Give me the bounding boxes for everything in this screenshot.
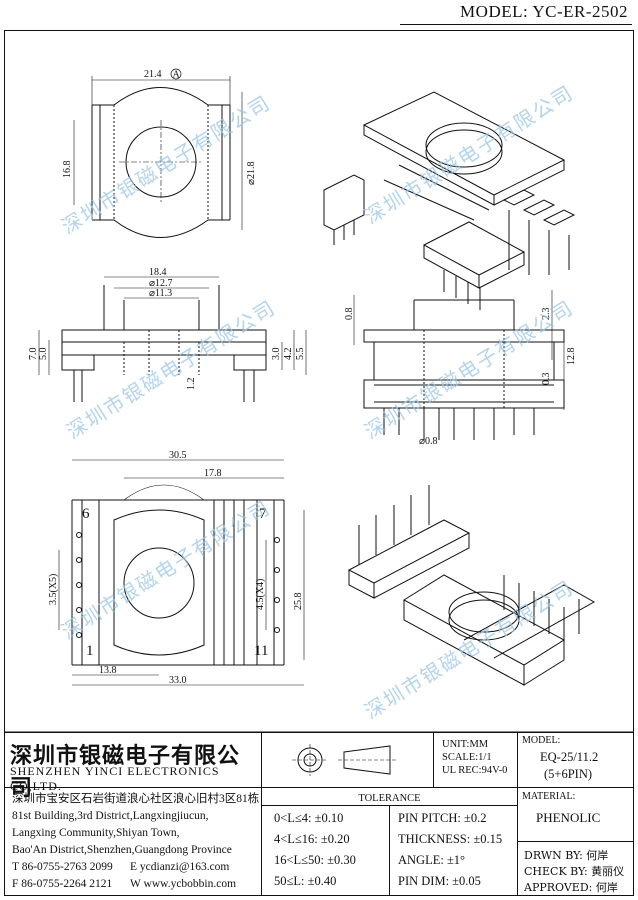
address-line-3: Langxing Community,Shiyan Town,: [12, 827, 180, 839]
address-line-4: Bao'An District,Shenzhen,Guangdong Provi…: [12, 844, 232, 856]
dim-18-4: 18.4: [149, 267, 167, 278]
address-cell: 深圳市宝安区石岩街道浪心社区浪心旧村3区81栋 81st Building,3r…: [4, 788, 262, 896]
fax-text: F 86-0755-2264 2121: [12, 878, 113, 890]
tolerance-row: THICKNESS: ±0.15: [398, 832, 503, 846]
pin-label-7: 7: [259, 506, 267, 522]
dim-16-8: 16.8: [62, 161, 73, 179]
isometric-bottom-view: [347, 485, 596, 686]
model-value: EQ-25/11.2: [540, 750, 599, 764]
dim-33-0: 33.0: [169, 675, 187, 686]
technical-drawing: 21.4 A 16.8 ⌀21.8 18.4 ⌀12.7 ⌀1: [4, 68, 634, 732]
pin-label-1: 1: [86, 643, 94, 659]
tolerance-row: PIN PITCH: ±0.2: [398, 811, 487, 825]
dim-17-8: 17.8: [204, 468, 222, 479]
model-label: MODEL:: [522, 735, 561, 746]
material-value: PHENOLIC: [536, 810, 601, 825]
model-header: MODEL: YC-ER-2502: [460, 2, 628, 21]
tolerance-row: 50≤L: ±0.40: [274, 874, 337, 888]
dim-21-4: 21.4: [144, 69, 162, 80]
drawn-by: DRWN BY: 何岸: [524, 849, 609, 862]
pin-label-6: 6: [82, 506, 90, 522]
dim-21-8: ⌀21.8: [246, 161, 257, 185]
dim-13-8: 13.8: [99, 665, 117, 676]
dim-5-0: 5.0: [38, 348, 49, 361]
dim-3-0: 3.0: [271, 348, 282, 361]
drawing-frame: [4, 30, 634, 896]
email-text: E ycdianzi@163.com: [130, 861, 230, 873]
tag-a: A: [173, 70, 181, 81]
tolerance-row: 0<L≤4: ±0.10: [274, 811, 344, 825]
company-name-cn: 深圳市银磁电子有限公司: [10, 744, 241, 801]
tolerance-right: PIN PITCH: ±0.2 THICKNESS: ±0.15 ANGLE: …: [390, 806, 518, 896]
dim-2-3: 2.3: [541, 308, 552, 321]
dim-12-7: ⌀12.7: [149, 278, 173, 289]
tolerance-row: 4<L≤16: ±0.20: [274, 832, 350, 846]
bottom-view: 30.5 17.8 3.5(X5) 4.5(X4) 25.8 13.8 33.0…: [48, 450, 305, 686]
dim-4-5: 4.5(X4): [255, 579, 266, 610]
projection-symbol-cell: [262, 732, 434, 788]
tolerance-header: TOLERANCE: [262, 788, 518, 806]
approval-cell: DRWN BY: 何岸 CHECK BY: 黄丽仪 APPROVED: 何岸: [518, 842, 634, 896]
tel-text: T 86-0755-2763 2099: [12, 861, 113, 873]
projection-symbol-icon: [292, 744, 396, 776]
dim-30-5: 30.5: [169, 450, 187, 461]
unit-text: UNIT:MM: [442, 739, 489, 750]
dim-11-3: ⌀11.3: [149, 288, 172, 299]
dim-3-5: 3.5(X5): [48, 574, 59, 605]
dim-0-8: 0.8: [344, 308, 355, 321]
model-underline: [400, 24, 632, 25]
top-view: 21.4 A 16.8 ⌀21.8: [62, 68, 257, 238]
dim-0-3: 0.3: [541, 373, 552, 386]
dim-1-2: 1.2: [186, 378, 197, 391]
check-by: CHECK BY: 黄丽仪: [524, 865, 625, 878]
dim-7-0: 7.0: [28, 348, 39, 361]
dim-25-8: 25.8: [293, 593, 304, 611]
scale-text: SCALE:1/1: [442, 752, 492, 763]
approved-by: APPROVED: 何岸: [524, 881, 618, 894]
side-view: 18.4 ⌀12.7 ⌀11.3 7.0 5.0 3.0 4.2 5.5 1.2: [28, 267, 307, 402]
web-text: W www.ycbobbin.com: [130, 878, 237, 890]
address-line-1: 深圳市宝安区石岩街道浪心社区浪心旧村3区81栋: [12, 793, 260, 805]
isometric-top-view: [323, 91, 576, 310]
dim-5-5: 5.5: [295, 348, 306, 361]
dim-12-8: 12.8: [566, 348, 577, 366]
dim-pin-0-8: ⌀0.8: [419, 436, 438, 447]
material-cell: MATERIAL: PHENOLIC: [518, 788, 634, 842]
title-block: 深圳市银磁电子有限公司 SHENZHEN YINCI ELECTRONICS C…: [4, 732, 634, 896]
front-view: 0.8 2.3 12.8 0.3 ⌀0.8: [344, 290, 577, 447]
pin-label-11: 11: [254, 643, 268, 659]
tolerance-row: PIN DIM: ±0.05: [398, 874, 481, 888]
tolerance-row: ANGLE: ±1°: [398, 853, 466, 867]
ul-rec-text: UL REC:94V-0: [442, 765, 508, 776]
model-cell: MODEL: EQ-25/11.2 (5+6PIN): [518, 732, 634, 788]
company-cell: 深圳市银磁电子有限公司 SHENZHEN YINCI ELECTRONICS C…: [4, 732, 262, 801]
title-block-top-line: [4, 732, 634, 733]
dim-4-2: 4.2: [283, 348, 294, 361]
unit-cell: UNIT:MM SCALE:1/1 UL REC:94V-0: [434, 732, 518, 788]
tolerance-left: 0<L≤4: ±0.10 4<L≤16: ±0.20 16<L≤50: ±0.3…: [262, 806, 390, 896]
address-line-2: 81st Building,3rd District,Langxingjiucu…: [12, 810, 209, 822]
tolerance-row: 16<L≤50: ±0.30: [274, 853, 356, 867]
company-name-en: SHENZHEN YINCI ELECTRONICS CO,LTD.: [10, 764, 220, 793]
tolerance-label: TOLERANCE: [358, 793, 421, 804]
model-pins: (5+6PIN): [544, 767, 593, 781]
material-label: MATERIAL:: [522, 791, 576, 802]
